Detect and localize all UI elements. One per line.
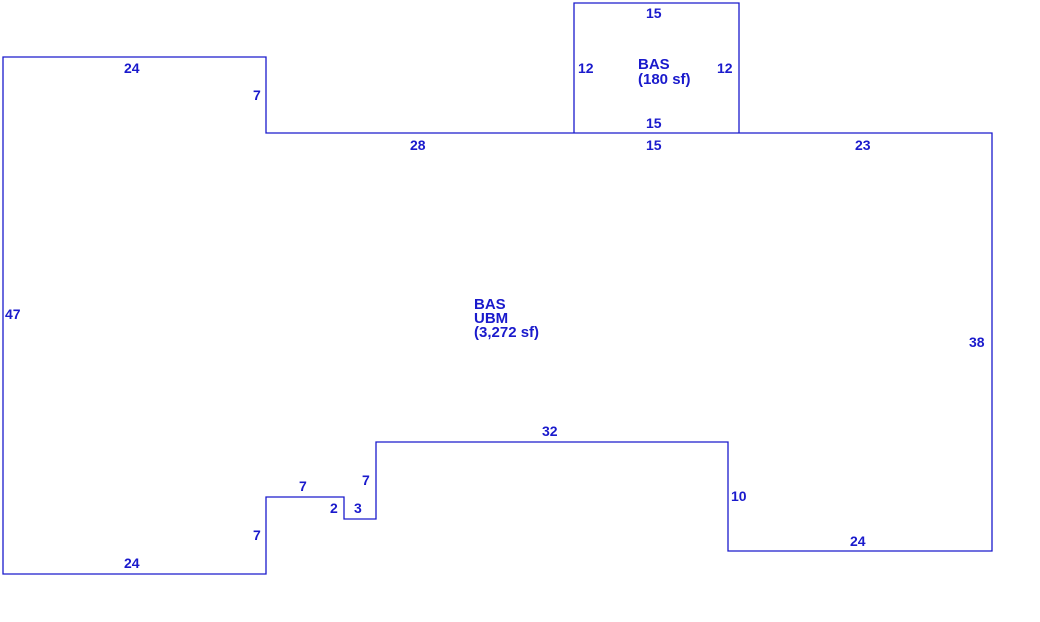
- dim-left: 47: [5, 306, 21, 322]
- dim-bottom-left: 24: [124, 555, 140, 571]
- main-area-code2: UBM: [474, 310, 508, 327]
- dim-addition-top: 15: [646, 5, 662, 21]
- addition-code: BAS: [638, 56, 670, 73]
- dim-step-a: 7: [362, 472, 370, 488]
- dim-top-mid: 28: [410, 137, 426, 153]
- dim-step-b: 3: [354, 500, 362, 516]
- dim-step-c: 2: [330, 500, 338, 516]
- dim-top-left: 24: [124, 60, 140, 76]
- dim-addition-left: 12: [578, 60, 594, 76]
- dim-top-right: 23: [855, 137, 871, 153]
- addition-size: (180 sf): [638, 71, 691, 88]
- main-area-code1: BAS: [474, 296, 506, 313]
- dim-right: 38: [969, 334, 985, 350]
- dim-step-d: 7: [299, 478, 307, 494]
- dim-notch-drop: 7: [253, 87, 261, 103]
- dim-addition-bottom: 15: [646, 115, 662, 131]
- main-area-size: (3,272 sf): [474, 324, 539, 341]
- dim-step-e: 7: [253, 527, 261, 543]
- main-area-outline: [2, 56, 993, 575]
- dim-mid-bottom: 32: [542, 423, 558, 439]
- dim-addition-right: 12: [717, 60, 733, 76]
- dim-top-under-addition: 15: [646, 137, 662, 153]
- dim-step-rise: 10: [731, 488, 747, 504]
- dim-bottom-right: 24: [850, 533, 866, 549]
- addition-outline: [573, 2, 740, 133]
